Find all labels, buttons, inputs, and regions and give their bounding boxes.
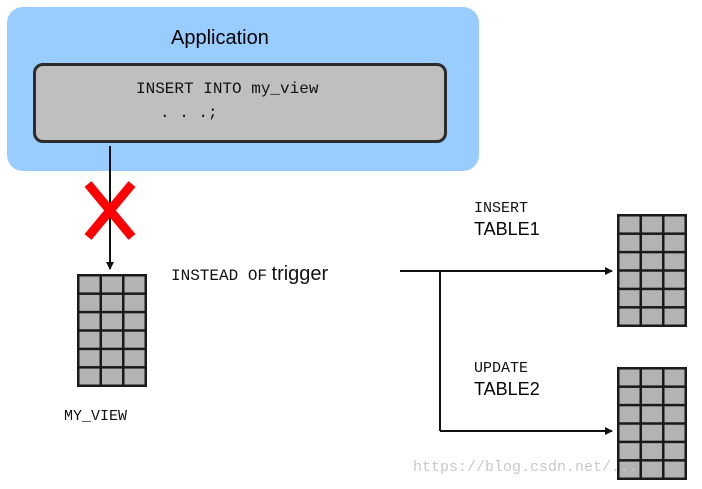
table-cell: [664, 369, 685, 386]
trigger-label: INSTEAD OF trigger: [171, 263, 328, 286]
table-cell: [102, 350, 122, 367]
table-cell: [619, 424, 640, 441]
table-cell: [102, 276, 122, 293]
table-cell: [124, 313, 145, 330]
table-cell: [664, 253, 685, 270]
table-cell: [102, 294, 122, 311]
table-cell: [642, 271, 662, 288]
table-cell: [619, 253, 640, 270]
table-cell: [642, 461, 662, 478]
table-cell: [79, 294, 100, 311]
table-cell: [124, 276, 145, 293]
table-cell: [102, 368, 122, 385]
table-cell: [619, 216, 640, 233]
table-cell: [619, 234, 640, 251]
table-cell: [642, 308, 662, 325]
table-cell: [664, 290, 685, 307]
table-cell: [102, 331, 122, 348]
table-cell: [619, 387, 640, 404]
my-view-label: MY_VIEW: [64, 408, 128, 425]
table-cell: [642, 406, 662, 423]
table-cell: [642, 424, 662, 441]
table-cell: [664, 234, 685, 251]
trigger-keyword: INSTEAD OF: [171, 267, 268, 285]
table-cell: [619, 406, 640, 423]
table-cell: [124, 368, 145, 385]
blocked-cross-icon: [84, 181, 136, 240]
table-cell: [124, 331, 145, 348]
table-cell: [619, 290, 640, 307]
table-cell: [102, 313, 122, 330]
table1-icon: [617, 214, 687, 327]
table-cell: [642, 369, 662, 386]
update-operation-label: UPDATE: [474, 360, 529, 377]
table-cell: [664, 308, 685, 325]
table-cell: [664, 424, 685, 441]
table-cell: [619, 271, 640, 288]
table-cell: [642, 216, 662, 233]
table-cell: [642, 443, 662, 460]
table-cell: [79, 331, 100, 348]
watermark: https://blog.csdn.net/...: [413, 459, 639, 476]
table-cell: [79, 350, 100, 367]
trigger-word: trigger: [271, 263, 329, 285]
table-cell: [664, 271, 685, 288]
table-cell: [642, 253, 662, 270]
table-cell: [79, 368, 100, 385]
table-cell: [642, 290, 662, 307]
table2-label: TABLE2: [474, 379, 540, 399]
table-cell: [664, 461, 685, 478]
table-cell: [664, 387, 685, 404]
table-cell: [619, 369, 640, 386]
table-cell: [619, 461, 640, 478]
application-title: Application: [171, 27, 269, 49]
table-cell: [124, 350, 145, 367]
table-cell: [124, 294, 145, 311]
table-cell: [642, 387, 662, 404]
sql-statement-box: [33, 63, 447, 143]
my-view-table-icon: [77, 274, 147, 387]
table-cell: [619, 443, 640, 460]
sql-line-ellipsis: . . .;: [160, 104, 218, 122]
table1-label: TABLE1: [474, 219, 540, 239]
sql-line-insert: INSERT INTO my_view: [136, 80, 319, 98]
table-cell: [642, 234, 662, 251]
table-cell: [79, 276, 100, 293]
table-cell: [664, 406, 685, 423]
table-cell: [79, 313, 100, 330]
table-cell: [619, 308, 640, 325]
table-cell: [664, 216, 685, 233]
insert-operation-label: INSERT: [474, 200, 529, 217]
table2-icon: [617, 367, 687, 480]
table-cell: [664, 443, 685, 460]
